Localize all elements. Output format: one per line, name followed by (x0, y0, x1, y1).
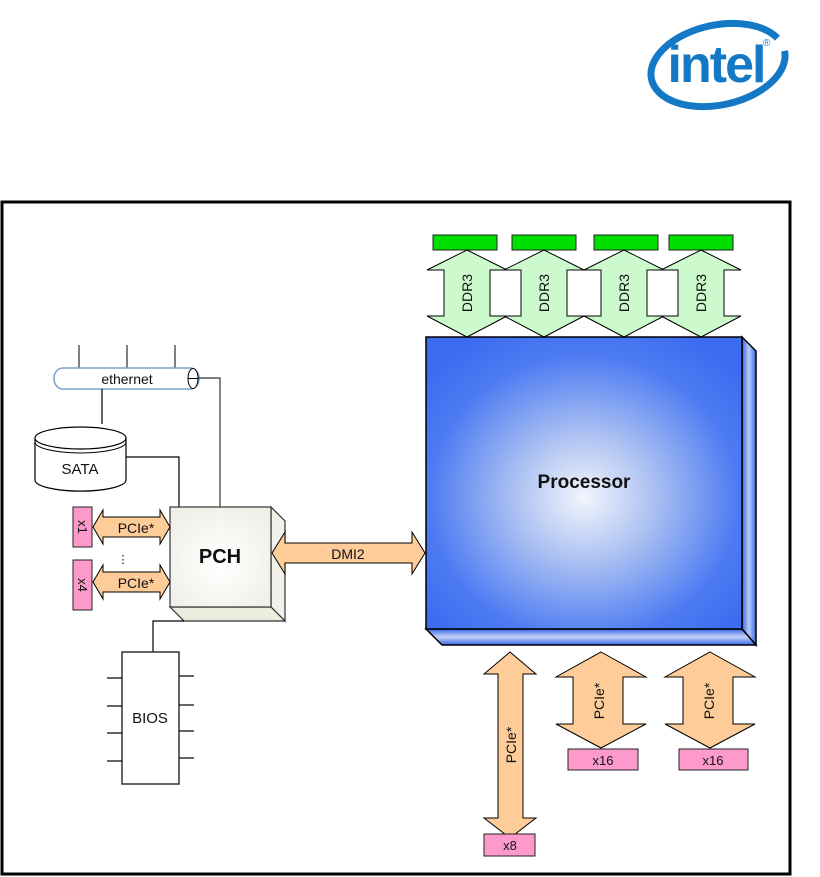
ddr3-label: DDR3 (459, 274, 475, 312)
dimm-slots (433, 235, 733, 250)
cpu-pcie-label: PCIe* (701, 682, 717, 719)
ethernet-to-pch-line (198, 378, 220, 507)
pch-bottom-face (170, 607, 285, 621)
cpu-pcie-x16-b[interactable]: PCIe* x16 (665, 652, 755, 770)
ddr3-channels: DDR3 DDR3 DDR3 DDR3 (427, 250, 741, 337)
ddr3-channel-arrow[interactable]: DDR3 (661, 250, 741, 337)
ddr3-channel-arrow[interactable]: DDR3 (584, 250, 664, 337)
pch-pcie-ellipsis: ⋮ (118, 554, 129, 566)
dmi2-link[interactable]: DMI2 (272, 532, 425, 574)
cpu-pcie-label: PCIe* (591, 682, 607, 719)
cpu-pcie-x8[interactable]: PCIe* x8 (484, 652, 536, 856)
dimm-slot (433, 235, 497, 250)
pch-to-bios-line (153, 621, 184, 652)
bios-label: BIOS (132, 710, 168, 727)
dimm-slot (512, 235, 576, 250)
pch-label: PCH (199, 546, 241, 568)
lane-width-label: x16 (593, 753, 614, 768)
processor-block[interactable]: Processor (426, 337, 756, 645)
dimm-slot (669, 235, 733, 250)
sata-cylinder-top (35, 427, 126, 449)
registered-mark: ® (763, 38, 771, 49)
intel-logo-text: intel (668, 36, 765, 94)
sata-label: SATA (62, 461, 99, 478)
pch-pcie-label: PCIe* (118, 520, 155, 536)
ddr3-label: DDR3 (693, 274, 709, 312)
dmi2-label: DMI2 (331, 546, 365, 562)
pch-pcie-x4[interactable]: PCIe* x4 (73, 560, 170, 610)
intel-logo: intel ® (643, 12, 793, 119)
ddr3-channel-arrow[interactable]: DDR3 (427, 250, 507, 337)
ddr3-label: DDR3 (536, 274, 552, 312)
ddr3-channel-arrow[interactable]: DDR3 (504, 250, 584, 337)
processor-label: Processor (538, 472, 632, 493)
processor-side-face (742, 337, 756, 645)
lane-width-label: x16 (703, 753, 724, 768)
ethernet-label: ethernet (101, 371, 152, 387)
cpu-pcie-label: PCIe* (503, 726, 519, 763)
sata-to-pch-line (126, 457, 179, 507)
pch-block[interactable]: PCH (170, 507, 285, 621)
pch-pcie-x1[interactable]: PCIe* x1 (73, 507, 170, 547)
dimm-slot (594, 235, 658, 250)
lane-width-label: x8 (503, 838, 517, 853)
bios-chip[interactable]: BIOS (107, 652, 194, 784)
pch-pcie-label: PCIe* (118, 575, 155, 591)
lane-width-label: x1 (75, 520, 90, 534)
cpu-pcie-x16-a[interactable]: PCIe* x16 (556, 652, 646, 770)
ethernet-bus[interactable]: ethernet (54, 345, 199, 389)
processor-bottom-face (426, 629, 756, 645)
sata-storage[interactable]: SATA (35, 427, 126, 491)
ddr3-label: DDR3 (616, 274, 632, 312)
lane-width-label: x4 (75, 578, 90, 592)
